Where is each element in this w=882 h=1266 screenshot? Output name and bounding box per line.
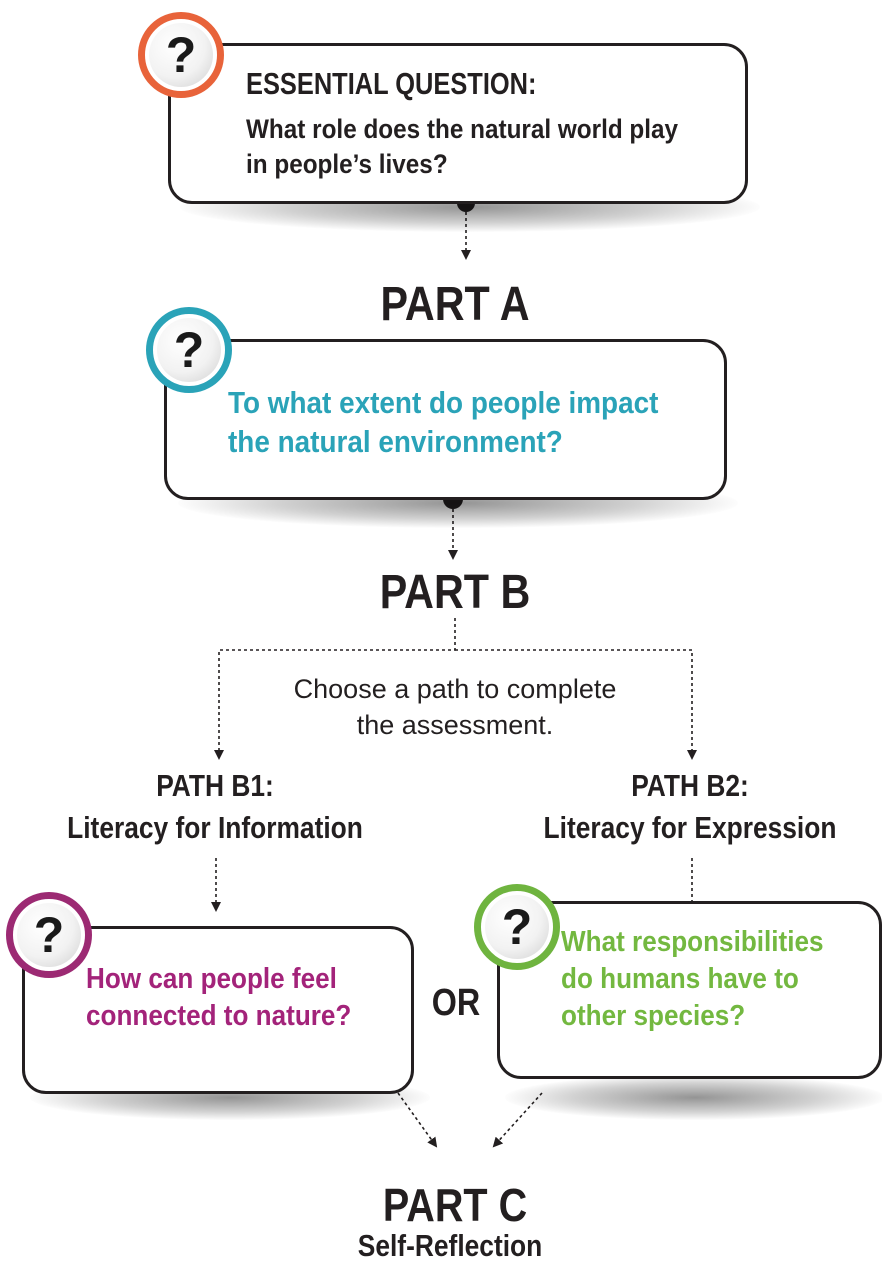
path-b1-subtitle: Literacy for Information bbox=[67, 810, 363, 845]
question-mark-icon: ? bbox=[157, 318, 221, 382]
part-a-title: PART A bbox=[380, 278, 530, 331]
branch-line-part-b-right bbox=[455, 649, 697, 760]
path-b1-title: PATH B1: bbox=[156, 768, 274, 803]
part-a-question-icon: ? bbox=[146, 307, 232, 393]
part-b-instruction-line-1: Choose a path to complete bbox=[293, 674, 617, 704]
question-mark-icon: ? bbox=[17, 903, 81, 967]
essential-question-icon: ? bbox=[138, 12, 224, 98]
b2-box-shadow bbox=[505, 1075, 882, 1120]
essential-question-line-2: in people’s lives? bbox=[246, 149, 448, 179]
path-b1-question-line-1: How can people feel bbox=[86, 963, 337, 995]
path-b2-subtitle: Literacy for Expression bbox=[543, 810, 837, 845]
essential-question-line-1: What role does the natural world play bbox=[246, 114, 679, 144]
path-b2-question-line-1: What responsibilities bbox=[561, 926, 824, 958]
part-a-question-line-2: the natural environment? bbox=[228, 424, 563, 459]
essential-question-box bbox=[168, 43, 748, 204]
part-b-title: PART B bbox=[379, 566, 531, 619]
branch-line-part-b bbox=[214, 618, 456, 760]
or-label: OR bbox=[431, 982, 481, 1024]
path-b2-question-box bbox=[497, 901, 882, 1079]
path-b1-question-icon: ? bbox=[6, 892, 92, 978]
part-c-subtitle: Self-Reflection bbox=[357, 1228, 543, 1263]
question-mark-icon: ? bbox=[485, 895, 549, 959]
arrow-b1-to-part-c bbox=[397, 1092, 438, 1148]
essential-question-label: ESSENTIAL QUESTION: bbox=[246, 66, 537, 101]
part-a-question-box bbox=[164, 339, 727, 500]
path-b2-title: PATH B2: bbox=[631, 768, 749, 803]
part-c-title: PART C bbox=[382, 1179, 528, 1231]
path-b2-question-line-3: other species? bbox=[561, 1000, 746, 1032]
question-mark-icon: ? bbox=[149, 23, 213, 87]
part-b-instruction-line-2: the assessment. bbox=[356, 710, 554, 740]
path-b2-question-icon: ? bbox=[474, 884, 560, 970]
path-b1-question-line-2: connected to nature? bbox=[86, 1000, 352, 1032]
part-a-question-line-1: To what extent do people impact bbox=[228, 385, 659, 420]
path-b2-question-line-2: do humans have to bbox=[561, 963, 799, 995]
